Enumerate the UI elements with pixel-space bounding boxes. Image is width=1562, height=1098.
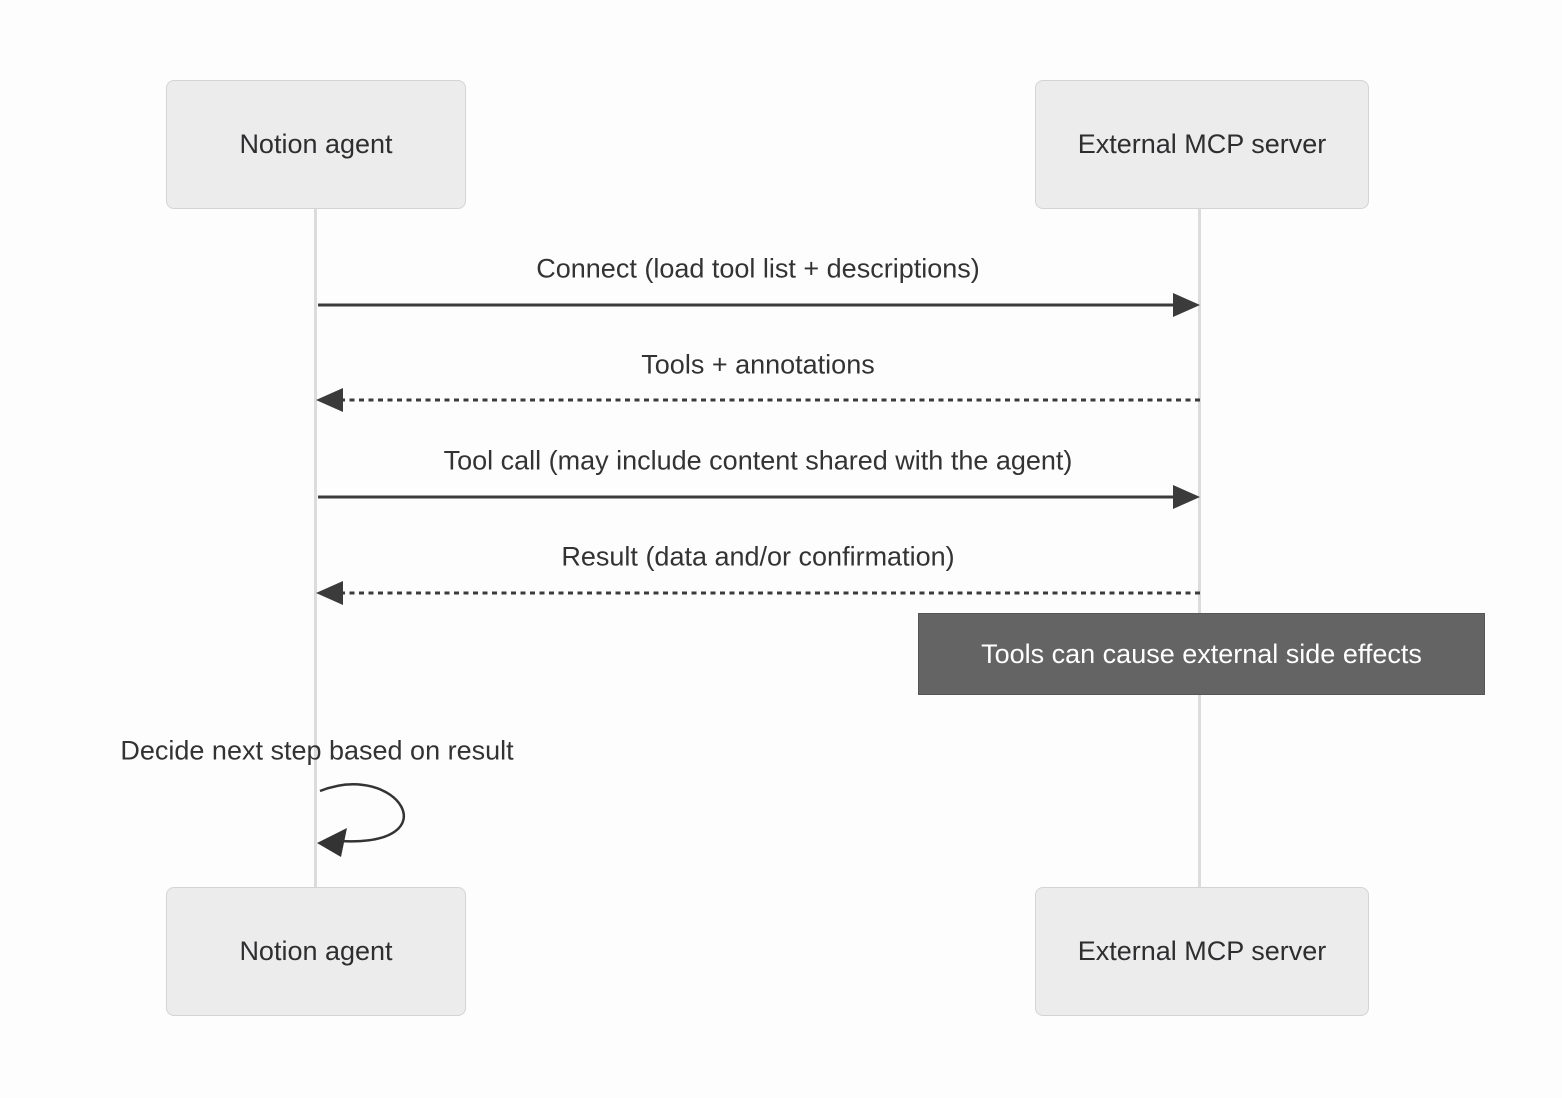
message-arrow-result [316,581,1200,605]
actor-external-mcp-server-top: External MCP server [1035,80,1369,209]
actor-external-mcp-server-bottom: External MCP server [1035,887,1369,1016]
message-arrow-tools-annotations [316,388,1200,412]
message-label-connect: Connect (load tool list + descriptions) [536,253,980,284]
message-label-result: Result (data and/or confirmation) [561,541,955,572]
self-loop-arrow [317,783,405,857]
lifeline-external-mcp-server [1198,209,1201,887]
actor-notion-agent-bottom: Notion agent [166,887,466,1016]
message-label-decide-next-step: Decide next step based on result [120,735,514,766]
note-side-effects: Tools can cause external side effects [918,613,1485,695]
message-arrow-tool-call [318,485,1200,509]
message-arrow-connect [318,293,1200,317]
lifeline-notion-agent [314,209,317,887]
actor-notion-agent-top: Notion agent [166,80,466,209]
message-label-tools-annotations: Tools + annotations [641,349,875,380]
message-label-tool-call: Tool call (may include content shared wi… [443,445,1073,476]
